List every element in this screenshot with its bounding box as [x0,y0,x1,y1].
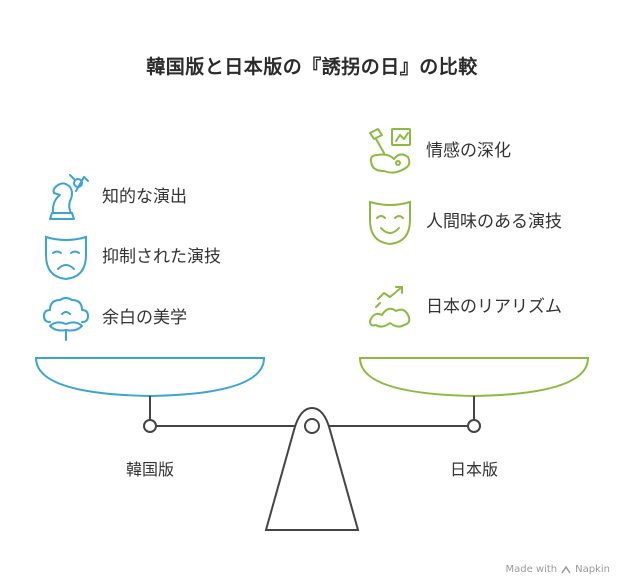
left-item-2: 抑制された演技 [40,231,221,283]
credit-text: Made with [505,564,558,575]
chess-knight-icon [49,174,89,220]
credit-brand: Napkin [575,564,610,575]
credit-footer[interactable]: Made with Napkin [505,564,610,575]
page-title: 韓国版と日本版の『誘拐の日』の比較 [146,56,478,78]
right-item-label: 人間味のある演技 [426,212,562,232]
palette-brush-icon [369,128,411,174]
right-item-1: 情感の深化 [364,125,511,177]
sad-mask-icon [45,235,87,281]
left-item-label: 余白の美学 [102,308,187,328]
happy-mask-icon [369,200,411,246]
scale-stand [264,406,360,531]
left-pan [34,357,266,398]
left-item-1: 知的な演出 [40,171,187,223]
left-item-label: 抑制された演技 [102,247,221,267]
left-joint [143,419,157,433]
right-pan [358,357,590,398]
right-joint [467,419,481,433]
left-side-label: 韓国版 [125,460,174,479]
napkin-logo-icon [561,565,571,573]
pivot [304,418,320,434]
cloud-hands-icon [43,297,89,341]
left-item-label: 知的な演出 [102,187,187,207]
right-item-label: 情感の深化 [426,141,511,161]
right-item-label: 日本のリアリズム [426,297,562,317]
right-side-label: 日本版 [449,460,498,479]
right-item-2: 人間味のある演技 [364,196,576,248]
right-item-3: 日本のリアリズム [364,281,576,333]
left-item-3: 余白の美学 [40,292,187,344]
trend-chart-icon [369,286,411,328]
